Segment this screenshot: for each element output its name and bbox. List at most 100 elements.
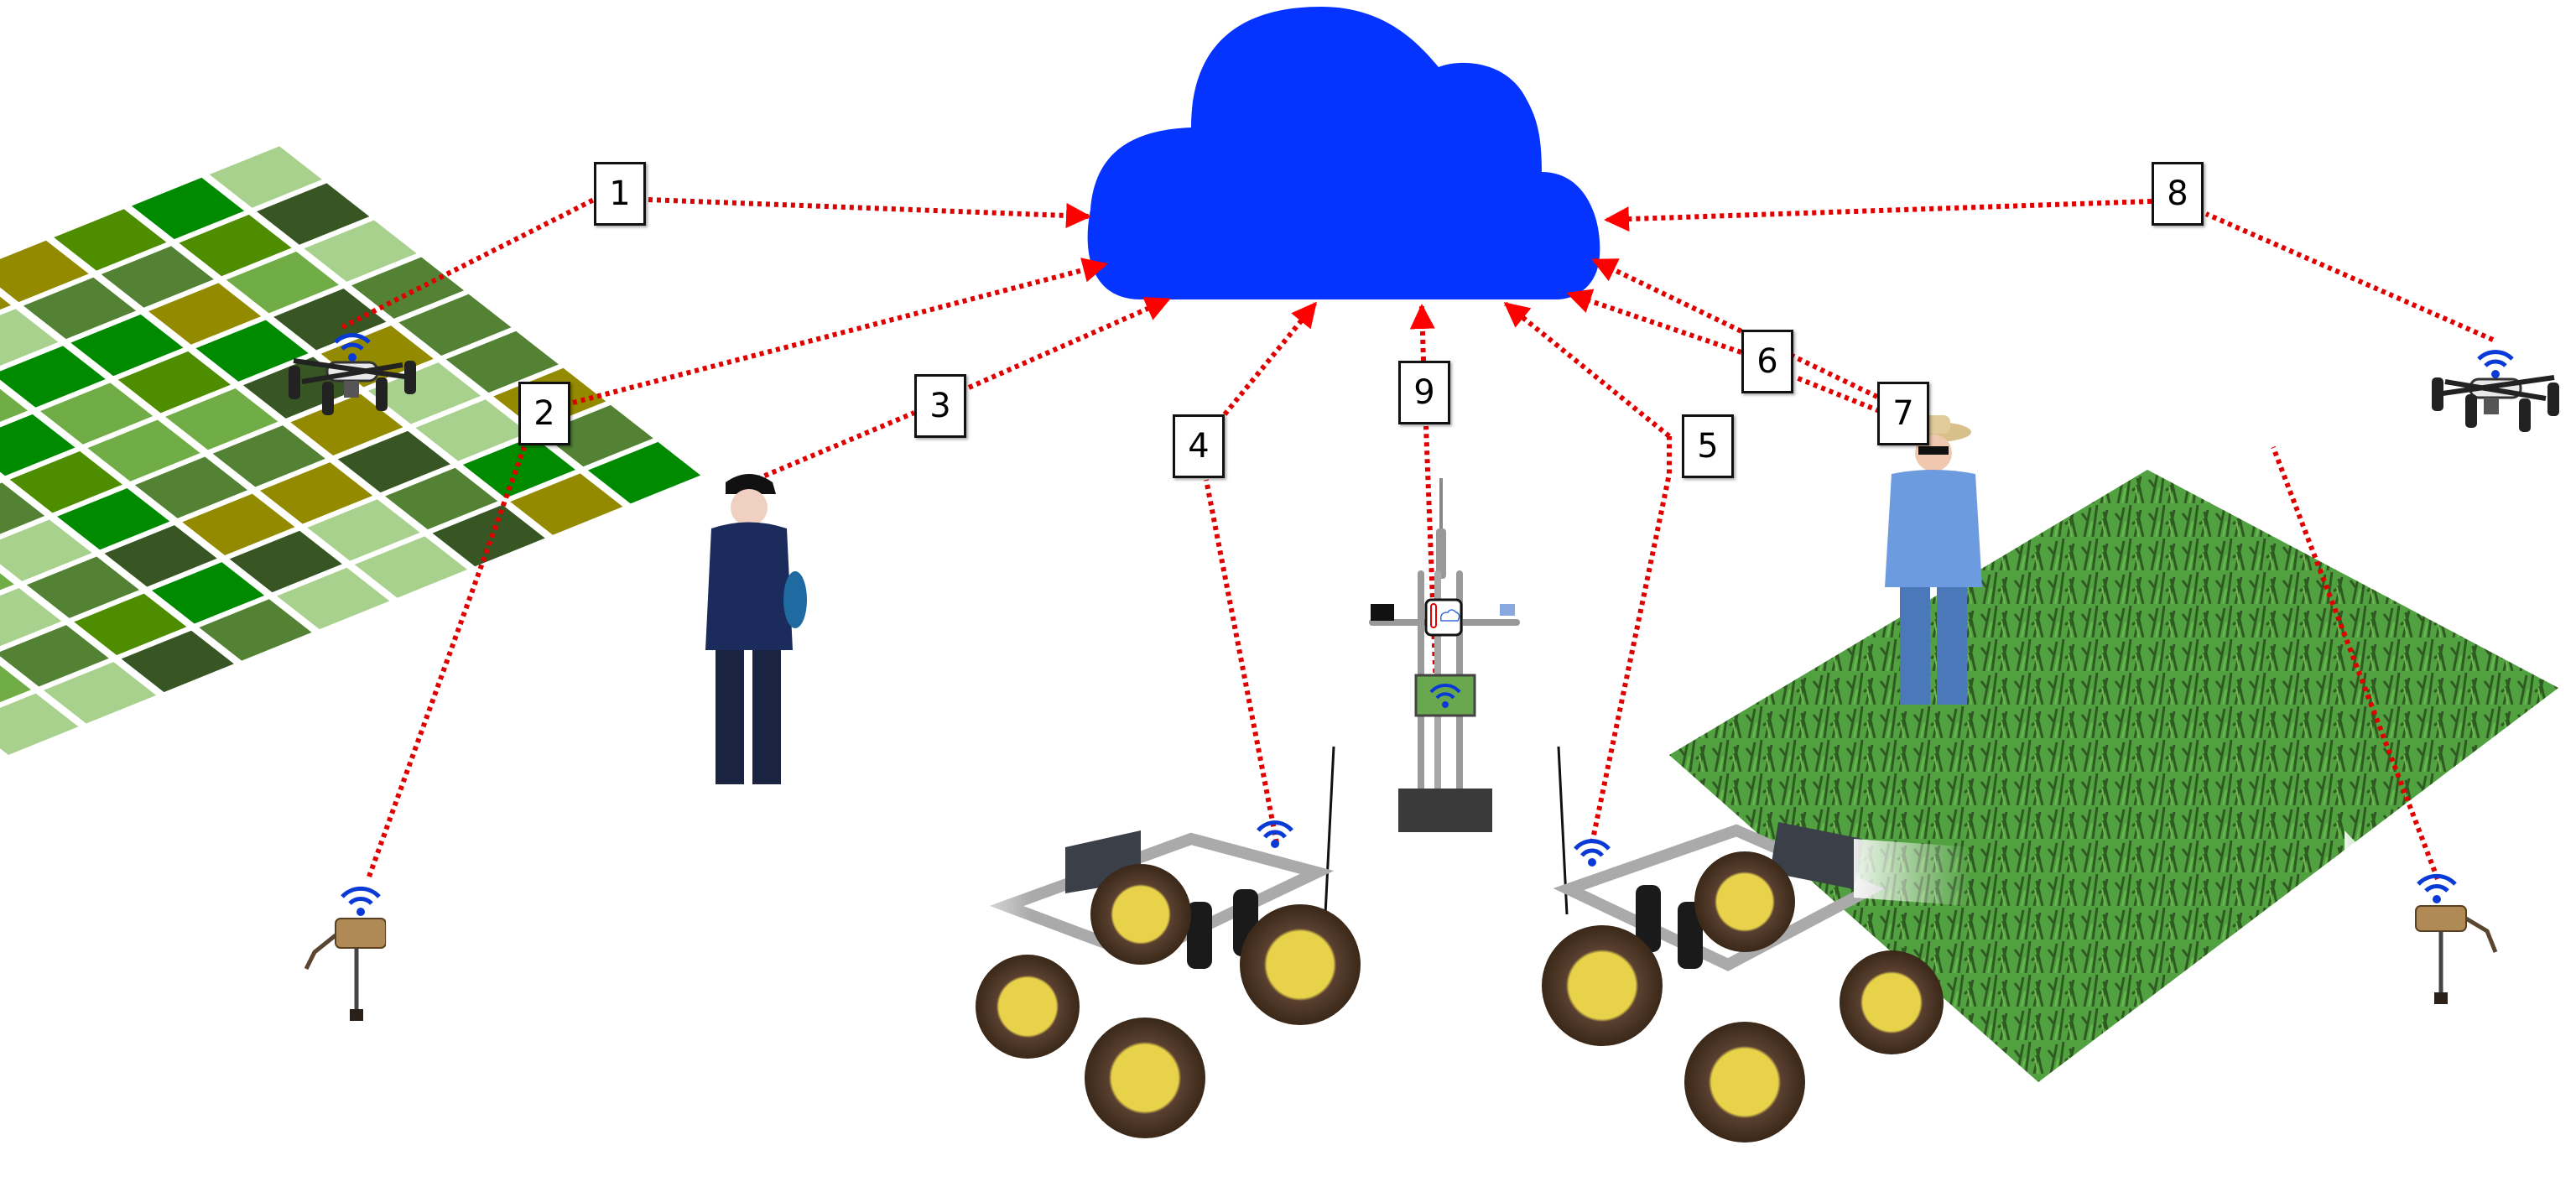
field-plot-tile <box>354 536 468 598</box>
field-plot-tile <box>290 393 403 456</box>
label-box-4: 4 <box>1173 414 1225 478</box>
weather-station <box>1369 478 1520 832</box>
field-plot-tile <box>445 331 559 393</box>
rover-icon <box>1542 746 1971 1143</box>
field-plot-tile <box>226 251 339 314</box>
field-plot-tile <box>368 362 481 424</box>
field-plot-tile <box>351 257 465 319</box>
field-plot-tile <box>117 351 231 414</box>
field-plot-tile <box>229 530 342 593</box>
field-plot-tile <box>199 599 312 661</box>
field-plot-tile <box>40 383 154 445</box>
field-plot-tile <box>337 430 450 493</box>
field-plot-tile <box>0 656 32 718</box>
field-plot-tile <box>0 240 89 303</box>
link-3 <box>747 410 916 485</box>
field-plot-tile <box>9 450 122 513</box>
link-2-cloud <box>572 258 1108 405</box>
field-plot-tile <box>259 462 373 524</box>
field-plot-tile <box>212 425 325 487</box>
link-9-cloud <box>1409 304 1435 362</box>
link-6-cloud <box>1566 289 1742 355</box>
field-plot-tile <box>257 183 370 245</box>
rover-left <box>956 746 1361 1138</box>
field-plot-tile <box>101 246 214 308</box>
rain-cloud-icon <box>1439 609 1460 622</box>
wifi-icon <box>1257 820 1293 848</box>
field-plot-tile <box>195 320 309 382</box>
field-plot-tile <box>0 588 62 650</box>
field-plot-tile <box>151 562 265 624</box>
field-plot-tile <box>26 556 140 618</box>
link-1-cloud <box>648 197 1091 228</box>
cloud-icon <box>1087 7 1600 299</box>
field-plot-tile <box>104 525 217 587</box>
weather-station-icon <box>1369 478 1520 832</box>
field-plot-tile <box>165 388 278 450</box>
field-plot-tile <box>23 277 137 340</box>
field-plot-tile <box>587 441 701 504</box>
link-8-cloud <box>1604 199 2152 232</box>
field-plot-tile <box>57 488 170 550</box>
drone-left <box>289 333 416 415</box>
label-box-1: 1 <box>594 162 646 226</box>
wifi-icon <box>2477 350 2514 378</box>
crop-field <box>1669 470 2558 1082</box>
field-plot-tile <box>74 593 187 656</box>
rover-right <box>1542 746 1971 1143</box>
drone-right <box>2432 350 2559 432</box>
field-plot-tile <box>0 519 92 581</box>
wifi-icon <box>2417 873 2457 903</box>
field-plot-tile <box>0 309 59 371</box>
field-plot-tile <box>510 473 623 535</box>
field-plot-tile <box>179 214 292 277</box>
field-plot-tile <box>182 493 295 556</box>
field-plot-tile <box>0 482 45 544</box>
field-plot-tile <box>307 499 420 561</box>
field-plot-tile <box>209 146 322 208</box>
link-8 <box>2204 211 2495 342</box>
legged-robot-icon <box>2344 830 2498 1004</box>
legged-robot-left <box>304 886 461 1021</box>
field-plot-tile <box>415 399 528 461</box>
field-plot-tile <box>385 467 498 530</box>
link-7 <box>2271 445 2440 881</box>
field-plot-tile <box>0 625 109 687</box>
field-plot-tile <box>432 504 545 567</box>
field-plot-tile <box>462 436 576 498</box>
field-plot-tile <box>304 220 417 282</box>
link-2 <box>367 445 527 878</box>
field-plot-tile <box>277 567 390 630</box>
field-plot-tile <box>273 289 387 351</box>
field-plot-tile <box>540 404 653 467</box>
link-4-cloud <box>1222 301 1318 416</box>
field-plot-tile <box>0 414 75 476</box>
label-box-2: 2 <box>518 382 570 445</box>
field-plot-tile <box>70 314 184 377</box>
wifi-icon <box>1574 839 1611 867</box>
field-plot-tile <box>43 662 157 724</box>
field-plot-tile <box>121 630 234 693</box>
link-5 <box>1590 436 1672 844</box>
person-icon <box>705 474 807 784</box>
label-box-5: 5 <box>1682 414 1734 478</box>
field-plot-tile <box>134 456 248 518</box>
drone-icon <box>2432 375 2559 432</box>
link-3-cloud <box>967 297 1171 390</box>
label-box-8: 8 <box>2152 162 2204 226</box>
label-box-3: 3 <box>914 374 966 438</box>
legged-robot-icon <box>304 918 461 1021</box>
field-plot-tile <box>398 294 512 357</box>
field-plot-tile <box>0 693 79 755</box>
rover-icon <box>956 746 1361 1138</box>
field-plot-tile <box>0 346 106 408</box>
person-left <box>705 474 807 784</box>
label-box-7: 7 <box>1877 382 1929 445</box>
field-plot-tile <box>131 177 245 240</box>
label-box-9: 9 <box>1398 361 1450 424</box>
label-box-6: 6 <box>1741 330 1793 393</box>
link-1 <box>341 197 596 330</box>
legged-robot-right <box>2344 830 2498 1004</box>
link-7-cloud <box>1591 258 1879 399</box>
